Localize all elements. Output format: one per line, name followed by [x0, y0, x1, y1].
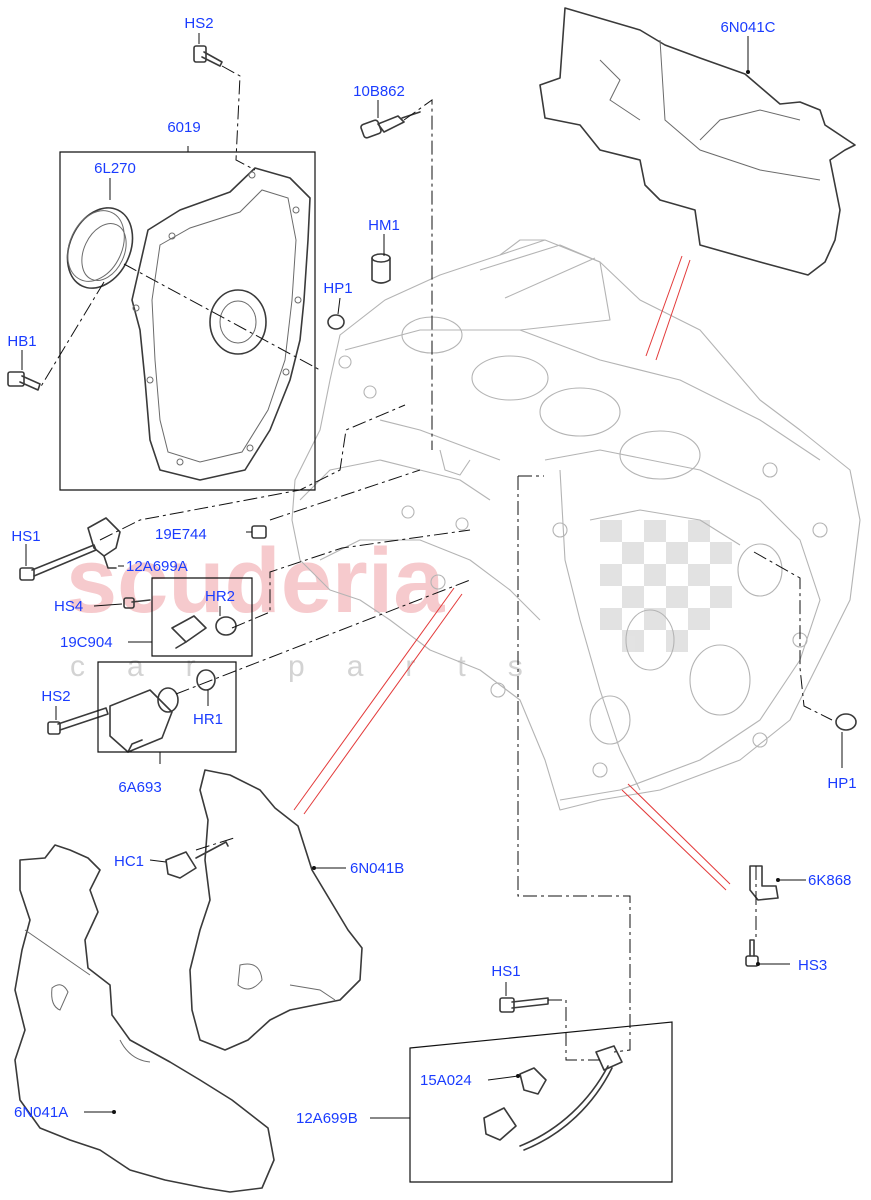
heat-shield-6N041A [14, 844, 275, 1193]
timing-cover-6019 [131, 167, 311, 481]
label-HM1[interactable]: HM1 [368, 217, 400, 234]
bolt-HS1-bottom [499, 997, 549, 1013]
bolt-HS3 [745, 939, 759, 967]
label-19C904[interactable]: 19C904 [60, 634, 113, 651]
connector-19C904 [171, 615, 207, 649]
label-HS1-left[interactable]: HS1 [11, 528, 40, 545]
label-6N041A[interactable]: 6N041A [14, 1104, 68, 1121]
watermark: scuderia car parts [66, 520, 732, 683]
group-box-12A699B [409, 1021, 673, 1183]
reference-lines [293, 255, 731, 891]
label-HS4[interactable]: HS4 [54, 598, 83, 615]
label-HS2-mid[interactable]: HS2 [41, 688, 70, 705]
engine-cover-6N041C [539, 7, 856, 276]
label-6N041C[interactable]: 6N041C [720, 19, 775, 36]
clip-HC1 [165, 841, 229, 879]
bolt-HS2-mid [47, 707, 109, 735]
label-19E744[interactable]: 19E744 [155, 526, 207, 543]
label-12A699B[interactable]: 12A699B [296, 1110, 358, 1127]
label-6K868[interactable]: 6K868 [808, 872, 851, 889]
label-10B862[interactable]: 10B862 [353, 83, 405, 100]
dowel-HM1 [371, 253, 391, 284]
label-6N041B[interactable]: 6N041B [350, 860, 404, 877]
solenoid-6A693 [109, 687, 179, 753]
checkered-flag-icon [600, 520, 732, 652]
crankshaft-seal-6L270 [66, 207, 134, 289]
label-HS3[interactable]: HS3 [798, 957, 827, 974]
label-HP1-right[interactable]: HP1 [827, 775, 856, 792]
label-HB1[interactable]: HB1 [7, 333, 36, 350]
sensor-10B862 [360, 111, 421, 139]
group-box-19C904 [151, 577, 253, 657]
engine-block-illustration [291, 239, 861, 811]
label-HC1[interactable]: HC1 [114, 853, 144, 870]
assembly-lines [39, 65, 833, 1061]
label-HR1[interactable]: HR1 [193, 711, 223, 728]
bolt-HS2-top [193, 45, 223, 67]
label-HR2[interactable]: HR2 [205, 588, 235, 605]
sensor-harness-12A699B [483, 1045, 623, 1151]
bolt-HS4 [123, 597, 151, 609]
plug-HP1-left [327, 314, 345, 330]
o-ring-HR1 [196, 669, 216, 691]
leader-lines [21, 33, 843, 1119]
label-HS1-bottom[interactable]: HS1 [491, 963, 520, 980]
label-12A699A[interactable]: 12A699A [126, 558, 188, 575]
heat-shield-6N041B [189, 769, 363, 1051]
sensor-15A024 [519, 1067, 547, 1095]
watermark-subtitle: car parts [70, 650, 565, 683]
bolt-HS1-left [19, 544, 97, 581]
label-HS2-top[interactable]: HS2 [184, 15, 213, 32]
bolt-HB1 [7, 371, 41, 391]
label-15A024[interactable]: 15A024 [420, 1072, 472, 1089]
label-6A693[interactable]: 6A693 [118, 779, 161, 796]
label-HP1-left[interactable]: HP1 [323, 280, 352, 297]
group-box-6019 [59, 151, 316, 491]
label-6L270[interactable]: 6L270 [94, 160, 136, 177]
bracket-6K868 [749, 865, 779, 901]
sensor-12A699A [87, 517, 121, 569]
watermark-brand: scuderia [66, 530, 445, 632]
group-box-6A693 [97, 661, 237, 753]
plug-HP1-right [835, 713, 857, 731]
part-labels: HS2 6019 6L270 HB1 10B862 HM1 HP1 6N041C… [7, 15, 856, 1127]
label-6019[interactable]: 6019 [167, 119, 200, 136]
group-boxes [59, 151, 673, 1183]
